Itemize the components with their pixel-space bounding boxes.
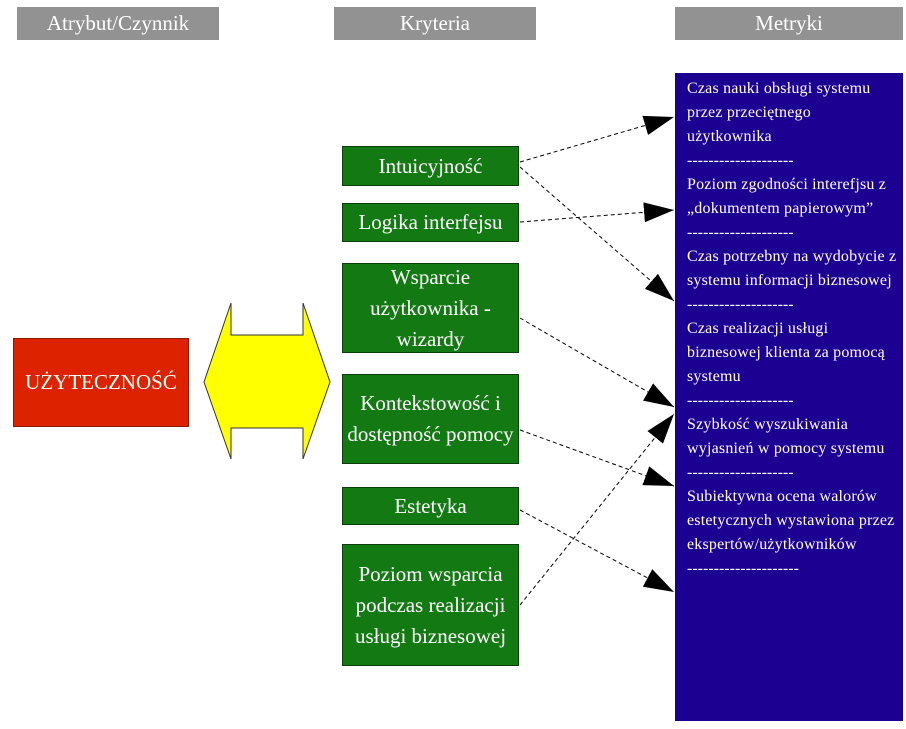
- criterion-box: Logika interfejsu: [342, 203, 519, 242]
- metric-item: Czas realizacji usługi biznesowej klient…: [687, 320, 885, 385]
- criterion-label: Kontekstowość i dostępność pomocy: [347, 391, 514, 446]
- criterion-label: Logika interfejsu: [358, 210, 503, 234]
- criterion-label: Wsparcie użytkownika - wizardy: [370, 264, 491, 351]
- metric-separator: --------------------: [687, 152, 794, 169]
- metric-separator: --------------------: [687, 464, 794, 481]
- attribute-box: UŻYTECZNOŚĆ: [13, 338, 189, 427]
- attribute-label: UŻYTECZNOŚĆ: [25, 370, 177, 394]
- metric-item: Poziom zgodności interefjsu z „dokumente…: [687, 176, 887, 217]
- criterion-box: Estetyka: [342, 487, 519, 525]
- arrow-wsparcie-czas-realizacji: [519, 317, 675, 408]
- metrics-box: Czas nauki obsługi systemu przez przecię…: [675, 73, 903, 721]
- arrow-kontekstowosc-szybkosc: [519, 429, 675, 487]
- arrow-intuicyjnosc-czas-wydobycia: [519, 166, 675, 302]
- criterion-label: Estetyka: [394, 493, 467, 518]
- header-metrics: Metryki: [675, 7, 903, 40]
- arrow-intuicyjnosc-czas-nauki: [519, 115, 675, 163]
- arrow-estetyka-subiektywna-ocena: [519, 509, 675, 593]
- metric-item: Czas nauki obsługi systemu przez przecię…: [687, 80, 871, 145]
- metric-separator: --------------------: [687, 296, 794, 313]
- arrow-poziom-wsparcia-czas-realizacji: [519, 413, 675, 606]
- criterion-box: Poziom wsparcia podczas realizacji usług…: [342, 544, 519, 666]
- arrow-logika-poziom-zgodnosci: [519, 202, 675, 223]
- criterion-label: Intuicyjność: [378, 153, 483, 178]
- metric-item: Szybkość wyszukiwania wyjasnień w pomocy…: [687, 416, 885, 457]
- criterion-label: Poziom wsparcia podczas realizacji usług…: [354, 561, 507, 648]
- criterion-box: Wsparcie użytkownika - wizardy: [342, 263, 519, 353]
- metric-item: Czas potrzebny na wydobycie z systemu in…: [687, 248, 897, 289]
- metric-separator: ---------------------: [687, 560, 799, 577]
- criterion-box: Intuicyjność: [342, 146, 519, 186]
- metric-item: Subiektywna ocena walorów estetycznych w…: [687, 488, 895, 553]
- header-criteria: Kryteria: [334, 7, 536, 40]
- metric-separator: --------------------: [687, 224, 794, 241]
- metric-separator: --------------------: [687, 392, 794, 409]
- header-attribute: Atrybut/Czynnik: [17, 7, 219, 40]
- criterion-box: Kontekstowość i dostępność pomocy: [342, 374, 519, 464]
- double-arrow-icon: [203, 302, 331, 460]
